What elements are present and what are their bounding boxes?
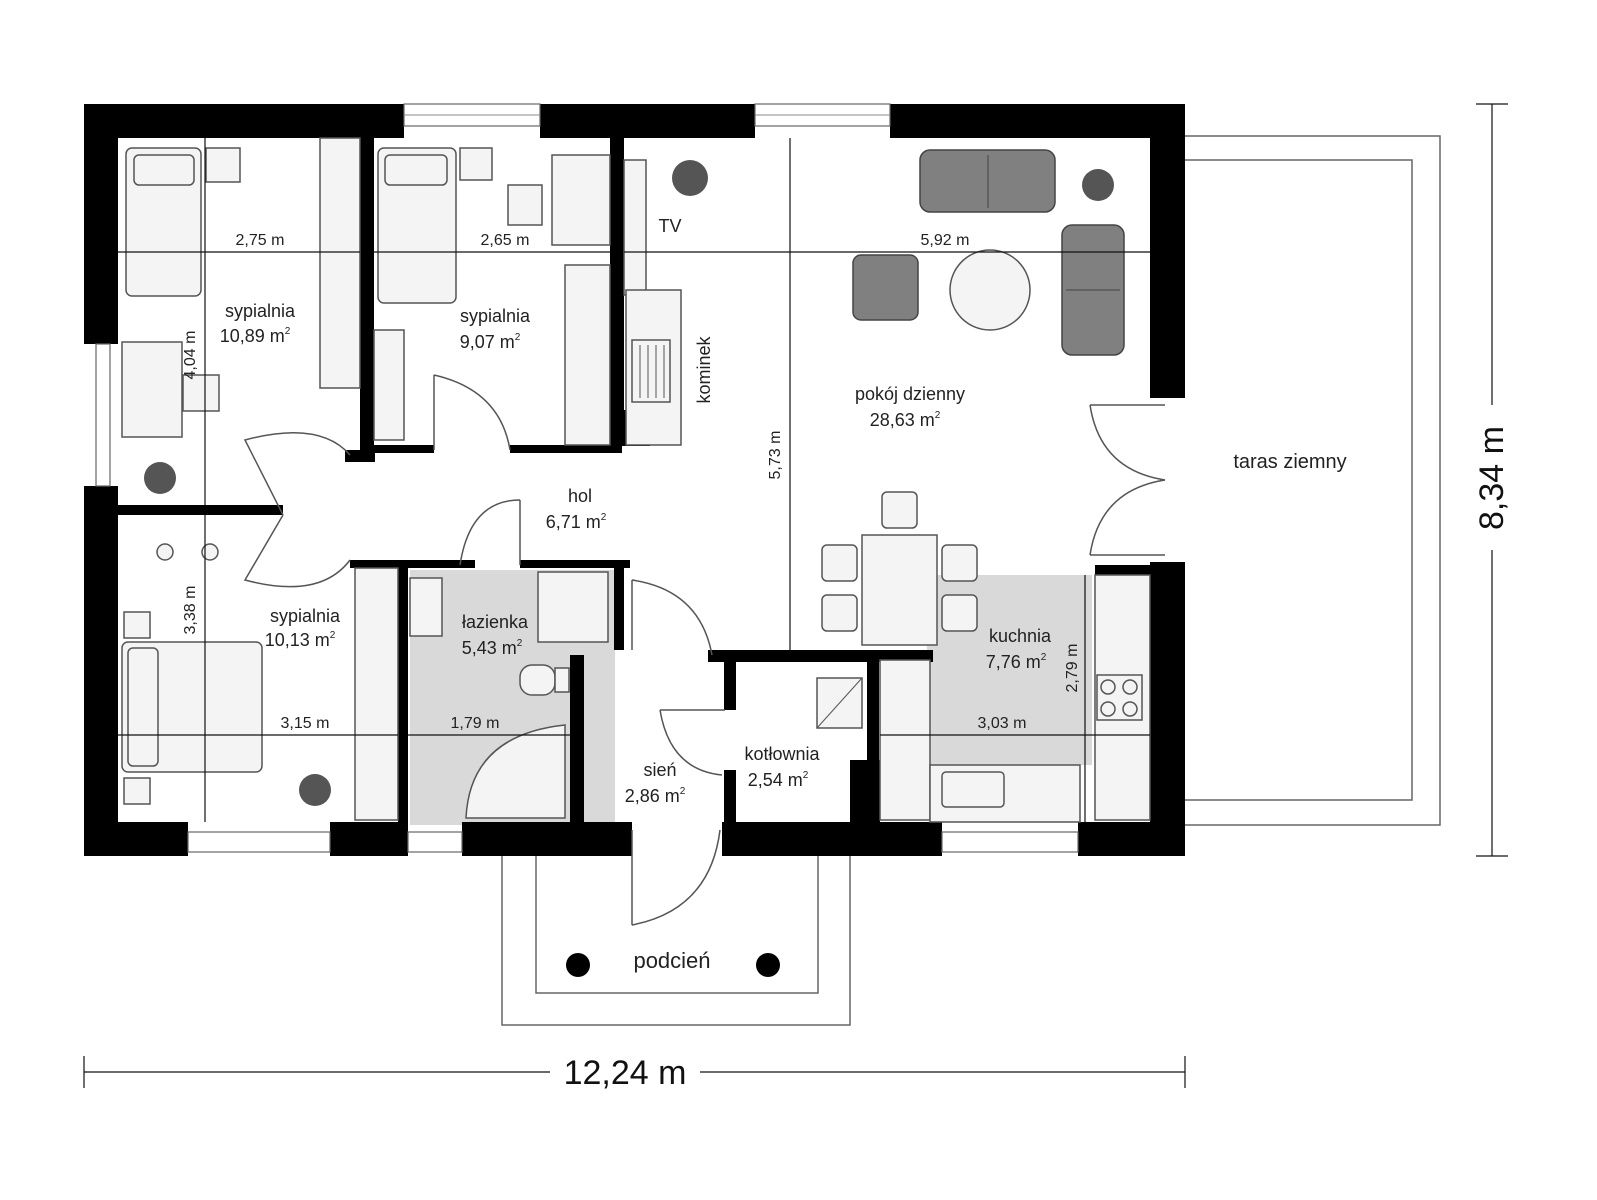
bedroom2-furniture (373, 147, 611, 446)
bedroom2-area-sup: 2 (515, 332, 521, 343)
dim-bedroom2-width: 2,65 m (481, 232, 530, 249)
living-area-value: 28,63 m (870, 410, 935, 430)
bedroom1-area-value: 10,89 m (220, 326, 285, 346)
vestibule-area: 2,86 m2 (625, 786, 686, 806)
boiler-area-value: 2,54 m (748, 770, 803, 790)
kitchen-name: kuchnia (989, 626, 1052, 646)
bedroom1-furniture (121, 137, 361, 438)
fireplace-area (623, 159, 682, 446)
living-name: pokój dzienny (855, 384, 965, 404)
bathroom-fixtures (409, 571, 609, 819)
bedroom3-furniture (121, 543, 399, 821)
vestibule-name: sień (643, 760, 676, 780)
tv-label: TV (658, 216, 681, 236)
windows (95, 103, 1079, 853)
hall-area: 6,71 m2 (546, 512, 607, 532)
bedroom2-area: 9,07 m2 (460, 332, 521, 352)
dimension-lines (83, 103, 1508, 1088)
bathroom-area: 5,43 m2 (462, 638, 523, 658)
living-area: 28,63 m2 (870, 410, 941, 430)
dim-kitchen-height: 2,79 m (1064, 644, 1081, 693)
bedroom1-area-sup: 2 (285, 326, 291, 337)
doors (243, 374, 1166, 926)
kitchen-furniture (879, 574, 1151, 823)
bedroom3-area-value: 10,13 m (265, 630, 330, 650)
terrace-outline (1185, 135, 1441, 826)
dim-total-width: 12,24 m (564, 1054, 687, 1092)
dim-kitchen-width: 3,03 m (978, 715, 1027, 732)
dim-bedroom1-height: 4,04 m (182, 331, 199, 380)
fireplace-label: kominek (694, 335, 714, 403)
dim-bedroom3-height: 3,38 m (182, 586, 199, 635)
hall-area-value: 6,71 m (546, 512, 601, 532)
hall-area-sup: 2 (601, 512, 607, 523)
bedroom3-area: 10,13 m2 (265, 630, 336, 650)
bathroom-area-value: 5,43 m (462, 638, 517, 658)
living-furniture (821, 149, 1125, 646)
kitchen-area: 7,76 m2 (986, 652, 1047, 672)
bedroom2-name: sypialnia (460, 306, 531, 326)
vestibule-area-sup: 2 (680, 786, 686, 797)
hall-name: hol (568, 486, 592, 506)
column-marker (756, 953, 780, 977)
boiler-area-sup: 2 (803, 770, 809, 781)
bedroom2-area-value: 9,07 m (460, 332, 515, 352)
terrace-label: taras ziemny (1233, 451, 1346, 473)
dim-bedroom3-width: 3,15 m (281, 715, 330, 732)
kitchen-area-sup: 2 (1041, 652, 1047, 663)
porch-outline (501, 855, 851, 1026)
column-marker (566, 953, 590, 977)
dim-bedroom1-width: 2,75 m (236, 232, 285, 249)
dim-living-height: 5,73 m (767, 431, 784, 480)
bedroom3-area-sup: 2 (330, 630, 336, 641)
kitchen-area-value: 7,76 m (986, 652, 1041, 672)
dim-total-height: 8,34 m (1473, 426, 1511, 530)
plants (144, 160, 1114, 806)
living-area-sup: 2 (935, 410, 941, 421)
vestibule-area-value: 2,86 m (625, 786, 680, 806)
boiler-area: 2,54 m2 (748, 770, 809, 790)
bedroom1-area: 10,89 m2 (220, 326, 291, 346)
bedroom3-name: sypialnia (270, 606, 341, 626)
dim-bathroom-width: 1,79 m (451, 715, 500, 732)
porch-label: podcień (633, 948, 710, 973)
bedroom1-name: sypialnia (225, 301, 296, 321)
dim-living-width: 5,92 m (921, 232, 970, 249)
boiler-unit (816, 677, 863, 729)
bathroom-name: łazienka (462, 612, 529, 632)
walls (84, 104, 1185, 856)
bathroom-area-sup: 2 (517, 638, 523, 649)
boiler-name: kotłownia (744, 744, 820, 764)
